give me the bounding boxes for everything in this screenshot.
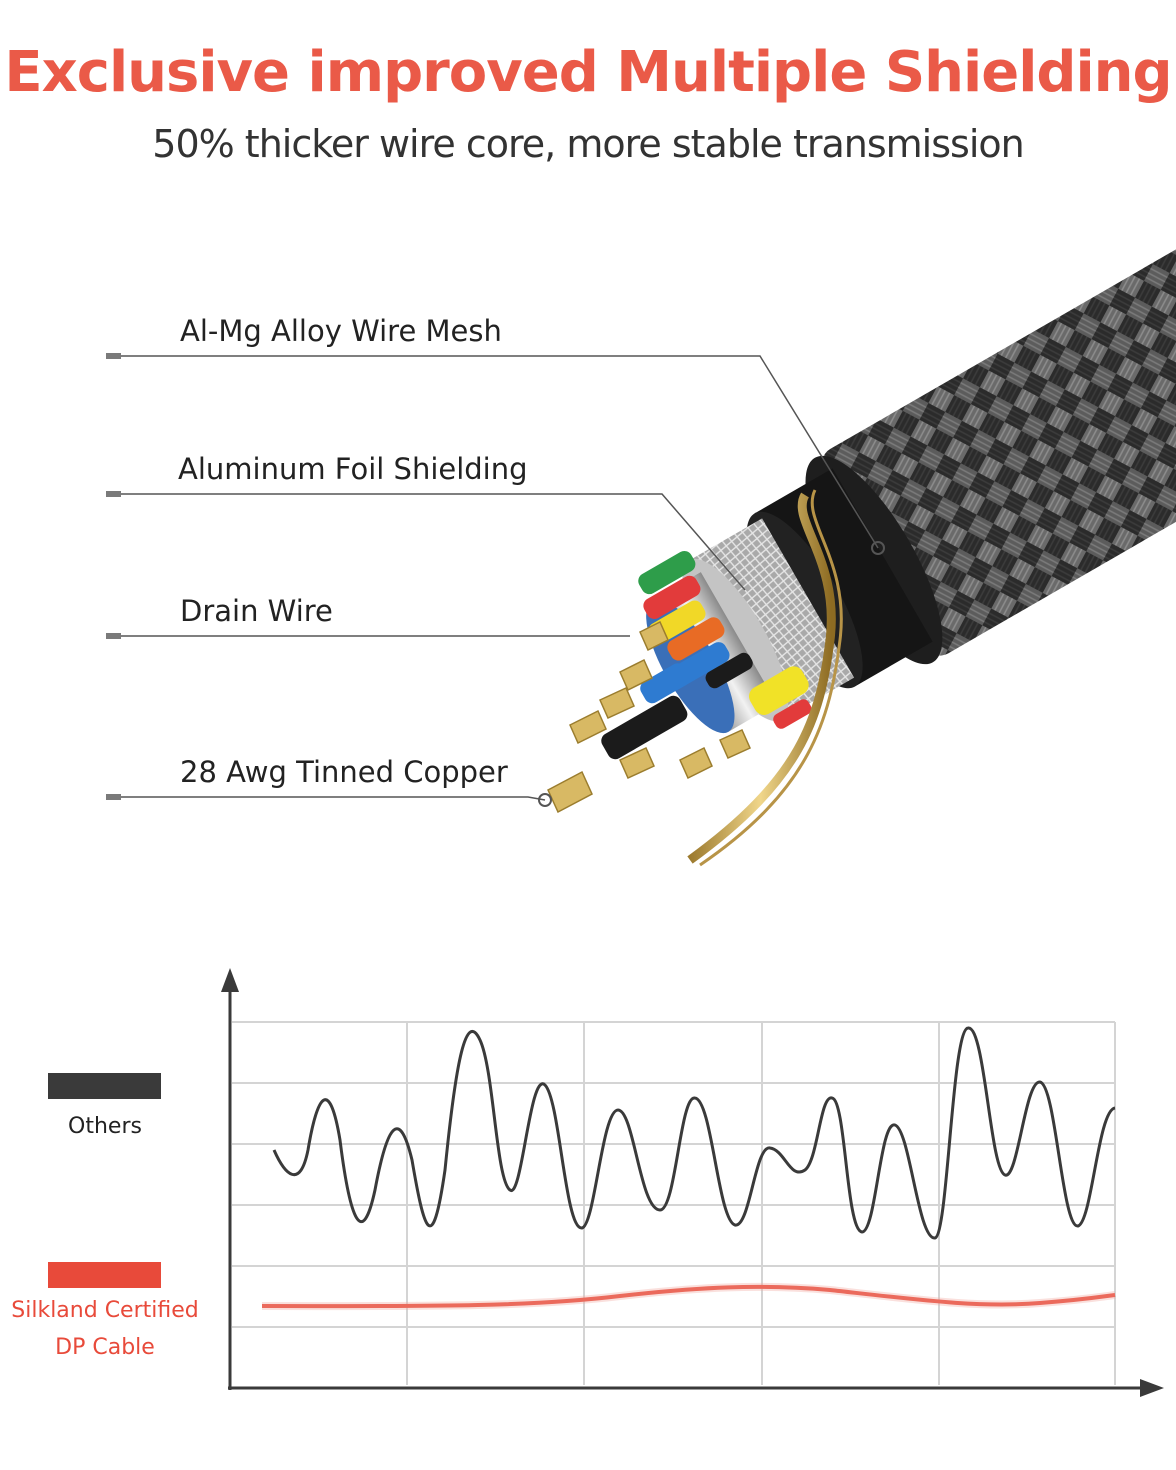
callout-label-wire-mesh: Al-Mg Alloy Wire Mesh (180, 314, 502, 348)
wire-mesh (689, 518, 855, 720)
drain-wire-strand (699, 489, 843, 867)
signal-graph (221, 968, 1164, 1397)
legend-swatch-others (48, 1073, 161, 1099)
callout-line-foil (113, 493, 746, 591)
y-axis-arrow (221, 968, 239, 992)
x-axis-arrow (1140, 1379, 1164, 1397)
callout-label-copper: 28 Awg Tinned Copper (180, 755, 508, 789)
inner-sleeve (754, 468, 933, 687)
page-subtitle: 50% thicker wire core, more stable trans… (152, 122, 1024, 166)
callout-marker-1 (106, 353, 121, 359)
callout-label-drain-wire: Drain Wire (180, 594, 333, 628)
drain-wire (687, 492, 836, 864)
silkland-line (261, 1284, 1116, 1309)
callout-dot-1 (871, 541, 885, 555)
legend-label-silkland-line1: Silkland Certified (11, 1298, 199, 1323)
callout-marker-3 (106, 633, 121, 639)
braided-jacket (821, 234, 1176, 656)
callout-dot-4 (538, 793, 552, 807)
legend-swatch-silkland (48, 1262, 161, 1288)
legend-label-silkland-line2: DP Cable (55, 1335, 155, 1360)
callout-marker-2 (106, 491, 121, 497)
callout-line-wire-mesh (113, 355, 879, 549)
callout-line-copper (113, 796, 546, 801)
cable-illustration (547, 234, 1176, 867)
graph-grid (232, 1021, 1116, 1385)
page-title: Exclusive improved Multiple Shielding (4, 40, 1172, 105)
callout-label-foil: Aluminum Foil Shielding (178, 452, 528, 486)
callout-markers (106, 353, 121, 800)
inner-conductors (547, 550, 812, 814)
callout-marker-4 (106, 794, 121, 800)
legend-label-others: Others (68, 1114, 142, 1139)
others-wave (272, 1026, 1116, 1240)
